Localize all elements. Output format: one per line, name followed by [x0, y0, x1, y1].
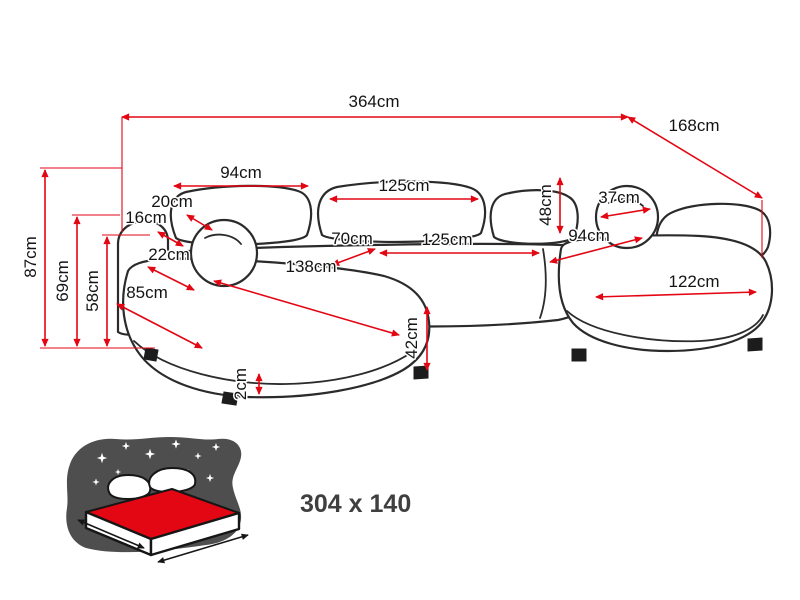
round-pillow-right-detail — [608, 198, 644, 207]
dim-label-right-chaise-width: 122cm — [668, 272, 719, 291]
dim-line-armrest-top — [157, 231, 184, 247]
dim-label-seat-height: 42cm — [402, 317, 421, 359]
dim-label-pillow-thickness: 20cm — [151, 192, 193, 211]
dim-line-total-depth — [627, 116, 763, 199]
right-chaise-seam — [566, 310, 764, 343]
dim-line-round-pillow — [600, 206, 651, 220]
dim-line-right-chaise-width — [595, 288, 757, 301]
dim-label-left-chaise-width: 85cm — [126, 283, 168, 302]
dim-label-armrest-width: 22cm — [148, 245, 190, 264]
sleeping-area-icon — [66, 437, 249, 564]
dim-label-armrest-top: 16cm — [125, 208, 167, 227]
dim-label-total-depth: 168cm — [668, 116, 719, 135]
dim-label-middle-seat: 125cm — [421, 230, 472, 249]
left-chaise — [122, 257, 431, 399]
dim-label-arm-height: 69cm — [53, 260, 72, 302]
dim-label-seat-depth: 70cm — [331, 229, 373, 248]
dim-label-left-chaise-length: 138cm — [285, 257, 336, 276]
sofa-leg — [143, 347, 159, 362]
dim-label-seat-back-height: 58cm — [83, 270, 102, 312]
dimension-lines — [41, 113, 763, 395]
bed-width-arrow — [157, 533, 249, 564]
sofa-leg — [221, 391, 239, 406]
round-bolster-left — [189, 218, 259, 288]
dimension-extension-lines — [40, 117, 763, 349]
sofa-outline — [116, 180, 774, 406]
dim-label-leg-height: 2cm — [231, 368, 250, 400]
dim-line-left-chaise-length — [213, 279, 400, 337]
seat-seam — [539, 248, 547, 319]
dim-label-left-back-pillow: 94cm — [220, 163, 262, 182]
dim-label-right-seat: 94cm — [568, 226, 610, 245]
dim-label-round-pillow: 37cm — [598, 188, 640, 207]
dim-line-right-seat — [549, 236, 643, 264]
left-chaise-seam — [133, 340, 413, 385]
dim-label-total-width: 364cm — [348, 92, 399, 111]
sofa-leg — [747, 337, 763, 352]
dimension-labels: 364cm 168cm 87cm 69cm 58cm 94cm 125cm 48… — [20, 91, 722, 402]
dim-label-right-back-pillow: 48cm — [536, 184, 555, 226]
dim-label-middle-back-pillow: 125cm — [378, 176, 429, 195]
dim-line-pillow-thickness — [186, 214, 213, 231]
sofa-leg — [413, 365, 429, 380]
dim-line-seat-depth — [331, 248, 376, 266]
dim-label-back-height: 87cm — [21, 236, 40, 278]
round-bolster-left-detail — [204, 233, 242, 245]
bed-depth-arrow — [77, 519, 145, 549]
back-pillow-right — [489, 189, 579, 245]
sleeping-area-size-label: 304 x 140 — [300, 490, 411, 518]
bed-pillow-icon — [107, 474, 152, 500]
dim-line-armrest-width — [147, 266, 195, 291]
dim-line-left-chaise-width — [116, 303, 203, 349]
sofa-leg — [571, 348, 587, 362]
